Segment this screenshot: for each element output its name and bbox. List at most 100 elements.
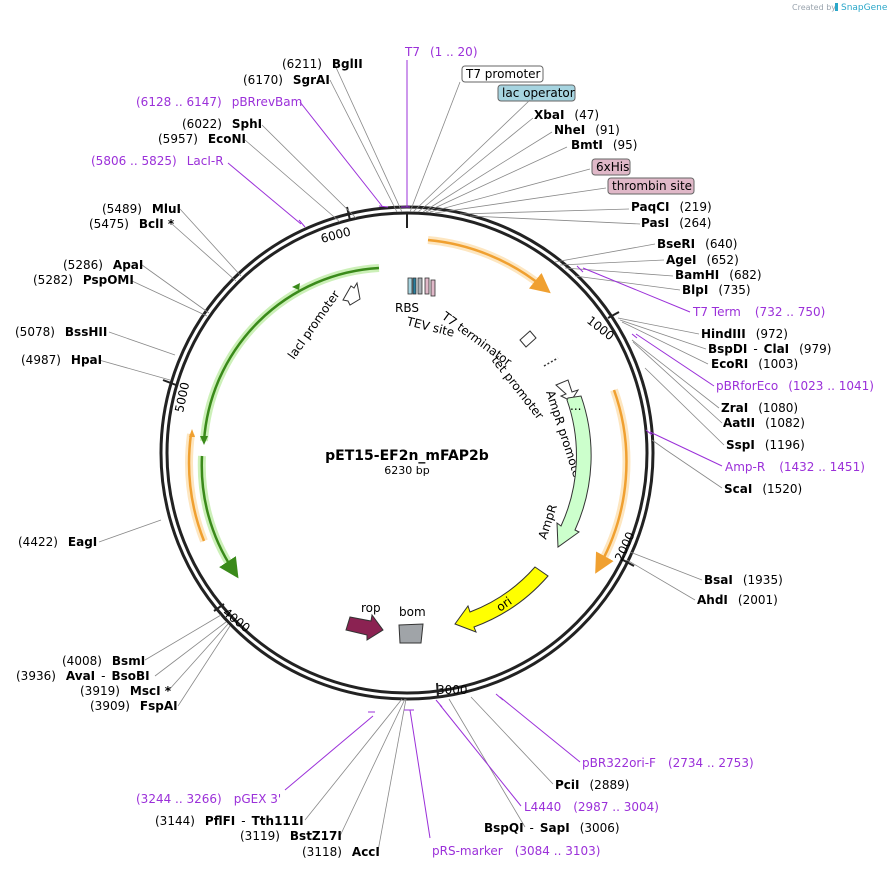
bom-label: bom xyxy=(399,605,426,619)
leader-paqci xyxy=(459,208,630,215)
primer-l4440: L4440(2987 .. 3004) xyxy=(524,800,659,814)
leader-bcli xyxy=(171,223,237,282)
tick-1000 xyxy=(607,311,620,319)
ori-feature xyxy=(454,566,549,633)
leader-hpai xyxy=(98,359,171,381)
primer-prs-marker: pRS-marker(3084 .. 3103) xyxy=(432,844,600,858)
leader-ecori xyxy=(621,321,709,365)
primer-lines xyxy=(227,60,723,839)
site-pcii: PciI(2889) xyxy=(555,778,629,792)
leader-bsshii xyxy=(108,331,176,356)
site-pasi: PasI(264) xyxy=(641,216,711,230)
leader-bglii xyxy=(333,62,403,213)
leader-xbai xyxy=(417,117,534,213)
ampr-ellipsis: ... xyxy=(570,399,581,413)
thrombin-tag xyxy=(607,177,695,195)
tet-promoter-label: tet promoter xyxy=(489,353,547,422)
tick-2000 xyxy=(622,559,635,567)
site-scai: ScaI(1520) xyxy=(724,482,802,496)
orf1-arrow xyxy=(427,238,551,294)
leader-sphi xyxy=(261,124,357,219)
site-bspqi: BspQI-SapI(3006) xyxy=(484,821,620,835)
snapgene-logo-icon xyxy=(835,3,838,11)
leader-thrombin xyxy=(434,187,607,214)
laci-mid-head xyxy=(292,283,300,290)
primer-bar-amp-r xyxy=(645,429,653,436)
lac-operator-label: lac operator xyxy=(502,86,575,100)
site-sphi: (6022)SphI xyxy=(182,117,262,131)
site-apai: (5286)ApaI xyxy=(63,258,143,272)
credit-text: Created by xyxy=(792,3,836,12)
leader-pasi xyxy=(469,215,641,225)
site-xbai: XbaI(47) xyxy=(534,108,599,122)
tev-box xyxy=(417,277,423,295)
site-pflfi: (3144)PflFI-Tth111I xyxy=(155,814,304,828)
leader-acci xyxy=(377,698,407,852)
brand-name: SnapGene xyxy=(841,3,888,13)
primer-amp-r: Amp-R(1432 .. 1451) xyxy=(725,460,865,474)
leader-avai xyxy=(154,621,227,677)
leader-t7-promoter xyxy=(409,81,461,213)
primer-pbr322ori-f: pBR322ori-F(2734 .. 2753) xyxy=(582,756,754,770)
site-bspdi: BspDI-ClaI(979) xyxy=(708,342,831,356)
site-eagi: (4422)EagI xyxy=(18,535,97,549)
leader-blpi xyxy=(574,275,681,291)
tick-5000 xyxy=(162,379,177,386)
tick-label-5000: 5000 xyxy=(172,381,192,414)
primer-line-prs-marker xyxy=(409,709,431,839)
leader-scai xyxy=(651,439,723,489)
site-blpi: BlpI(735) xyxy=(682,283,751,297)
green-orfs xyxy=(197,264,380,579)
laci-head xyxy=(200,436,208,445)
primer-bar-pbr322ori-f xyxy=(495,693,504,701)
primer-bar-pbrrevbam xyxy=(378,205,389,208)
leader-lac-operator xyxy=(412,99,531,213)
site-hindiii: HindIII(972) xyxy=(701,327,788,341)
leader-nhei xyxy=(422,131,553,213)
ampr-promoter-arrow xyxy=(555,379,580,402)
leader-his xyxy=(429,168,591,213)
plasmid-name: pET15-EF2n_mFAP2b xyxy=(325,448,489,464)
primer-line-amp-r xyxy=(649,431,723,467)
bom-feature xyxy=(398,623,424,644)
orf1-halo xyxy=(427,236,546,291)
primer-bar-laci-r xyxy=(298,219,306,228)
his-box xyxy=(424,277,430,295)
laci-promoter-arrow xyxy=(342,281,361,306)
leader-sgrai xyxy=(329,79,398,213)
primer-pbrforeco: pBRforEco(1023 .. 1041) xyxy=(716,379,874,393)
primer-line-t7-term xyxy=(582,267,691,313)
plasmid-length: 6230 bp xyxy=(384,464,429,477)
site-avai: (3936)AvaI-BsoBI xyxy=(16,669,150,683)
site-paqci: PaqCI(219) xyxy=(631,200,712,214)
tick-marks xyxy=(162,206,635,698)
site-pspomi: (5282)PspOMI xyxy=(33,273,134,287)
primer-bar-l4440 xyxy=(435,699,443,708)
rop-label: rop xyxy=(361,601,381,615)
site-ahdi: AhdI(2001) xyxy=(697,593,778,607)
orange-orfs xyxy=(185,236,631,574)
laci2-arrow xyxy=(200,455,239,579)
leader-bseri xyxy=(554,243,656,263)
orf2-arrow xyxy=(595,389,628,574)
site-bsai: BsaI(1935) xyxy=(704,573,783,587)
site-agei: AgeI(652) xyxy=(666,253,739,267)
leader-bamhi xyxy=(564,267,674,277)
tick-4000 xyxy=(213,603,225,612)
boxed-features: T7 promoter lac operator 6xHis thrombin … xyxy=(461,65,695,195)
site-bseri: BseRI(640) xyxy=(657,237,737,251)
orf3-head xyxy=(189,429,195,437)
leader-aatii xyxy=(632,341,723,424)
site-nhei: NheI(91) xyxy=(554,123,620,137)
primer-line-pgex3 xyxy=(284,715,374,791)
primer-pgex3: (3244 .. 3266)pGEX 3' xyxy=(136,792,281,806)
thrombin-label: thrombin site xyxy=(612,179,692,193)
site-bsmi: (4008)BsmI xyxy=(62,654,145,668)
lac-operator-tag xyxy=(497,84,576,102)
small-features xyxy=(407,277,436,297)
ampr-label: AmpR xyxy=(536,502,560,540)
his-tag xyxy=(591,158,631,176)
primer-labels: T7(1 .. 20) (6128 .. 6147)pBRrevBam (580… xyxy=(91,45,874,858)
site-mlui: (5489)MluI xyxy=(102,202,181,216)
